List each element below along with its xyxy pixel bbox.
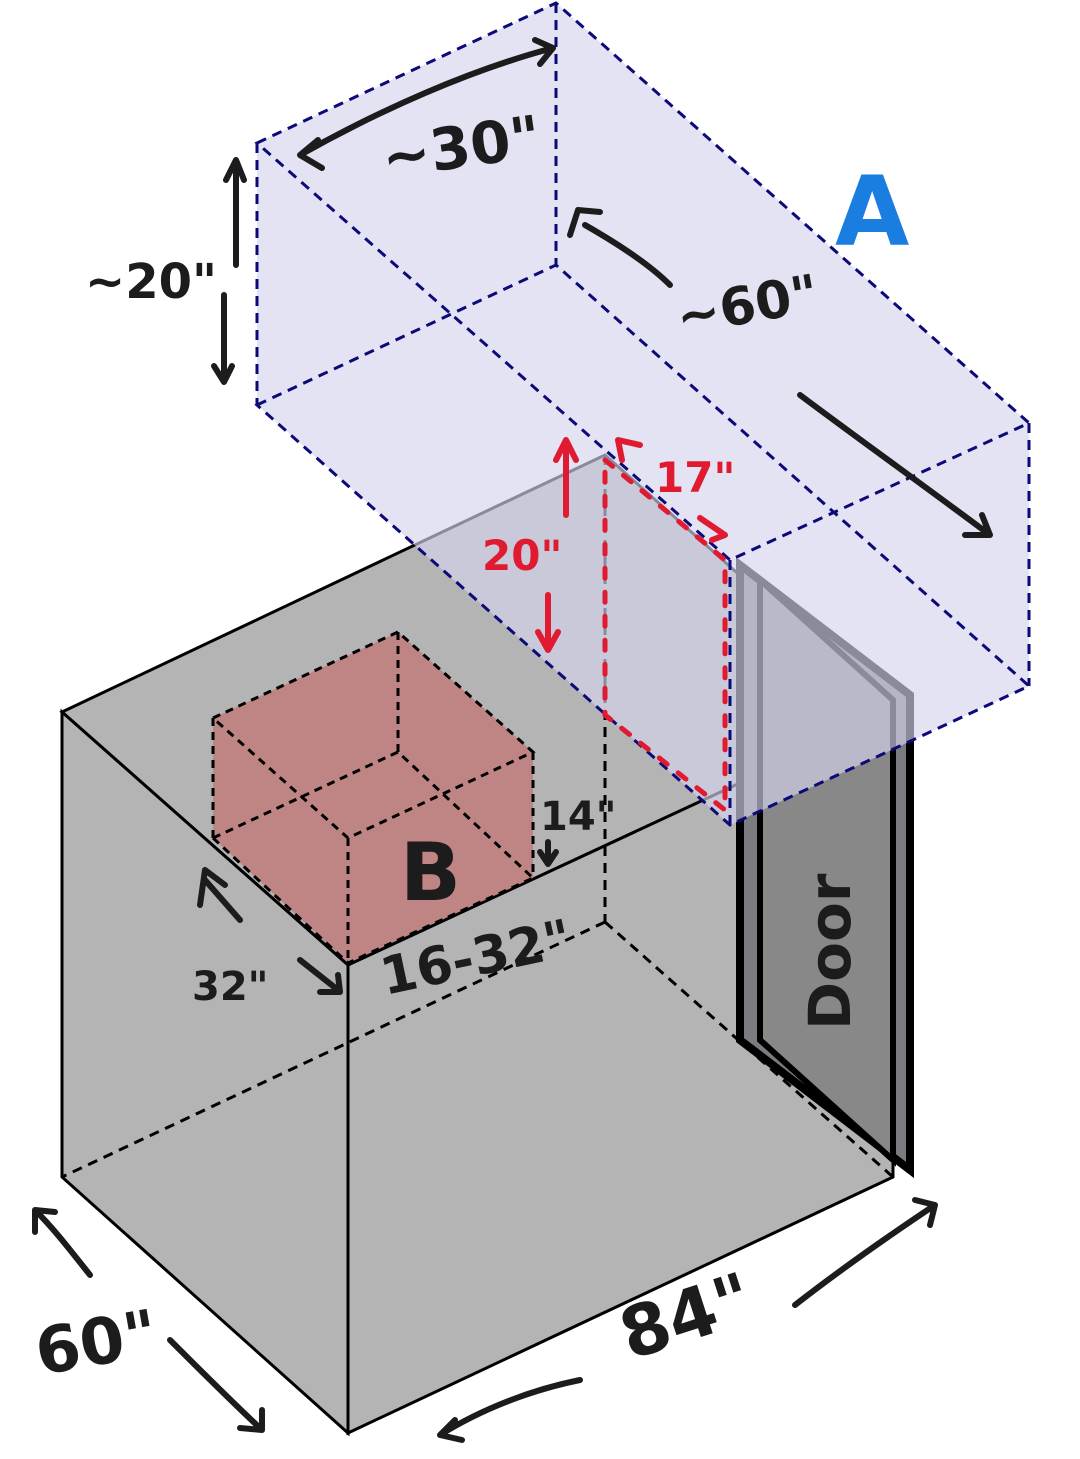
clearance-height-label: 20" (482, 531, 562, 580)
room-length-arrow (437, 1197, 938, 1443)
width-arrow-a (297, 37, 556, 171)
clearance-panel: 20" 17" (482, 437, 735, 816)
box-a: A (254, 1, 1032, 827)
room-depth-label: 60" (30, 1297, 163, 1391)
depth-arrow-b (197, 867, 343, 995)
box-b-depth-label: 32" (192, 964, 269, 1010)
clearance-width-label: 17" (655, 453, 735, 502)
length-arrow-a (567, 207, 993, 538)
box-b: B (210, 630, 536, 965)
box-a-label: A (835, 156, 909, 268)
box-a-height-label: ~20" (85, 254, 217, 310)
box-b-height-label: 14" (540, 794, 617, 840)
height-arrow-a (211, 157, 247, 385)
door-label: Door (796, 873, 864, 1030)
height-arrow-b (537, 839, 559, 867)
box-b-label: B (400, 826, 461, 919)
room-depth-arrow (32, 1207, 265, 1433)
